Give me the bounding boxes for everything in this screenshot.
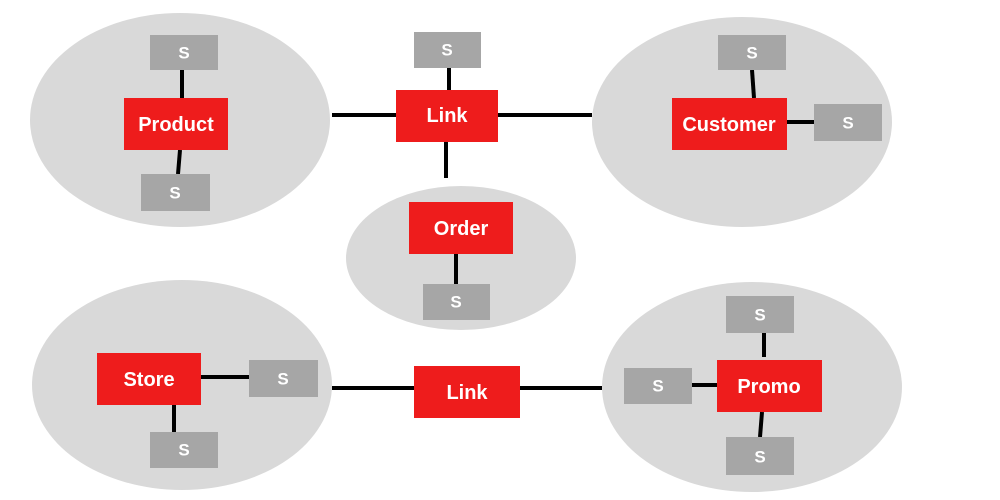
satellite-promo-left: S [624, 368, 692, 404]
hub-link-top: Link [396, 90, 498, 142]
satellite-label: S [277, 370, 288, 389]
satellite-label: S [754, 448, 765, 467]
satellite-link-top: S [414, 32, 481, 68]
satellite-label: S [441, 41, 452, 60]
satellite-customer-right: S [814, 104, 882, 141]
hub-label: Promo [737, 376, 800, 398]
satellite-label: S [746, 44, 757, 63]
hub-label: Link [426, 105, 468, 127]
satellites: S S S S S S S S [141, 32, 882, 475]
satellite-label: S [169, 184, 180, 203]
connector-promo-bottom [758, 411, 764, 438]
satellite-label: S [842, 114, 853, 133]
satellite-product-bottom: S [141, 174, 210, 211]
satellite-order-bottom: S [423, 284, 490, 320]
hub-link-bottom: Link [414, 366, 520, 418]
hub-product: Product [124, 98, 228, 150]
hub-store: Store [97, 353, 201, 405]
connectors [172, 68, 814, 438]
satellite-store-bottom: S [150, 432, 218, 468]
satellite-store-right: S [249, 360, 318, 397]
cluster-order [346, 186, 576, 330]
hub-label: Order [434, 218, 489, 240]
hub-label: Product [138, 114, 214, 136]
hub-label: Link [446, 382, 488, 404]
connector-product-bottom [176, 149, 182, 175]
hub-order: Order [409, 202, 513, 254]
hub-label: Store [123, 369, 174, 391]
satellite-customer-top: S [718, 35, 786, 70]
hub-promo: Promo [717, 360, 822, 412]
hub-customer: Customer [672, 98, 787, 150]
satellite-label: S [178, 441, 189, 460]
satellite-promo-bottom: S [726, 437, 794, 475]
hub-label: Customer [682, 114, 776, 136]
hubs: Product Customer Order Store Promo Link … [97, 90, 822, 418]
satellite-label: S [754, 306, 765, 325]
satellite-product-top: S [150, 35, 218, 70]
satellite-label: S [652, 377, 663, 396]
satellite-label: S [178, 44, 189, 63]
connector-customer-top [750, 69, 756, 99]
satellite-promo-top: S [726, 296, 794, 333]
satellite-label: S [450, 293, 461, 312]
